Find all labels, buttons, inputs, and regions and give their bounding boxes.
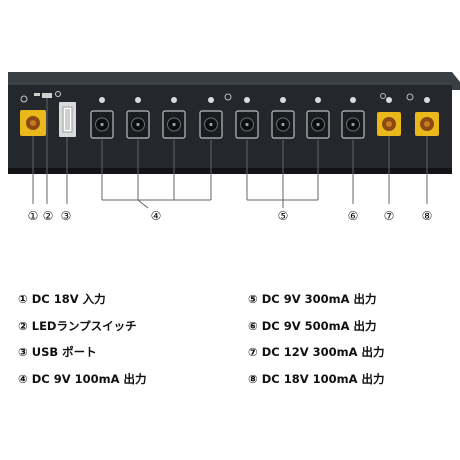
device-bottom-edge xyxy=(8,168,452,174)
callout-5: ⑤ xyxy=(278,209,289,223)
power-supply-device xyxy=(8,72,460,174)
legend-item: ⑧ DC 18V 100mA 出力 xyxy=(248,372,385,386)
legend-item: ⑤ DC 9V 300mA 出力 xyxy=(248,292,377,306)
callout-2: ② xyxy=(43,209,54,223)
led-icon xyxy=(244,97,250,103)
output-jacks xyxy=(90,93,365,139)
legend-right: ⑤ DC 9V 300mA 出力 ⑥ DC 9V 500mA 出力 ⑦ DC 1… xyxy=(248,292,385,386)
led-icon xyxy=(350,97,356,103)
led-icon xyxy=(280,97,286,103)
black-output-jack xyxy=(271,97,295,139)
callout-numbers: ① ② ③ ④ ⑤ ⑥ ⑦ ⑧ xyxy=(28,209,433,223)
led-icon xyxy=(171,97,177,103)
usb-port xyxy=(59,102,76,137)
legend-item: ④ DC 9V 100mA 出力 xyxy=(18,372,147,386)
led-icon xyxy=(208,97,214,103)
black-output-jack xyxy=(162,97,186,139)
black-output-jack xyxy=(306,97,330,139)
legend-item: ⑥ DC 9V 500mA 出力 xyxy=(248,319,377,333)
legend-item: ② LEDランプスイッチ xyxy=(18,319,137,333)
callout-6: ⑥ xyxy=(348,209,359,223)
black-output-jack xyxy=(90,97,114,139)
black-output-jack xyxy=(126,97,150,139)
callout-3: ③ xyxy=(61,209,72,223)
screw-icon xyxy=(20,95,28,103)
screw-icon xyxy=(406,93,414,101)
legend: ① DC 18V 入力 ② LEDランプスイッチ ③ USB ポート ④ DC … xyxy=(18,292,385,386)
callout-8: ⑧ xyxy=(422,209,433,223)
legend-item: ① DC 18V 入力 xyxy=(18,292,106,306)
led-symbol-icon xyxy=(55,91,61,97)
leader-lines xyxy=(32,98,428,209)
callout-4: ④ xyxy=(151,209,162,223)
dc-18v-input-jack xyxy=(20,95,46,136)
legend-left: ① DC 18V 入力 ② LEDランプスイッチ ③ USB ポート ④ DC … xyxy=(18,292,147,386)
led-icon xyxy=(386,97,392,103)
callout-7: ⑦ xyxy=(384,209,395,223)
led-icon xyxy=(315,97,321,103)
led-icon xyxy=(424,97,430,103)
dc-12v-output-jack xyxy=(377,93,401,136)
black-output-jack xyxy=(199,97,223,139)
led-icon xyxy=(135,97,141,103)
legend-item: ⑦ DC 12V 300mA 出力 xyxy=(248,345,385,359)
black-output-jack xyxy=(235,97,259,139)
led-switch xyxy=(34,91,61,98)
legend-item: ③ USB ポート xyxy=(18,345,97,359)
screw-icon xyxy=(380,93,386,99)
led-icon xyxy=(99,97,105,103)
black-output-jack xyxy=(341,97,365,139)
callout-1: ① xyxy=(28,209,39,223)
screw-icon xyxy=(224,93,232,101)
dc-18v-output-jack xyxy=(406,93,439,136)
